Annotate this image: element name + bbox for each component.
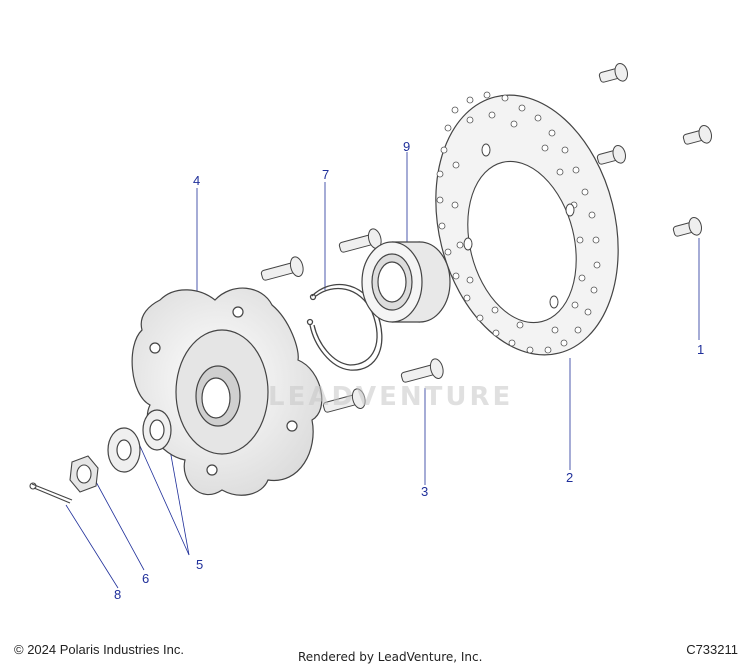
brake-disc — [435, 91, 619, 356]
callout-8: 8 — [114, 587, 122, 602]
wheel-hub — [131, 287, 323, 496]
castle-nut — [69, 455, 99, 493]
callout-5: 5 — [196, 557, 204, 572]
copyright-text: © 2024 Polaris Industries Inc. — [14, 642, 184, 657]
callout-2: 2 — [566, 470, 574, 485]
callout-7: 7 — [322, 167, 330, 182]
figure-id: C733211 — [686, 642, 738, 657]
wheel-studs — [260, 228, 444, 413]
retaining-ring — [306, 283, 383, 371]
leader-lines — [65, 152, 700, 589]
washers — [107, 409, 172, 473]
rotor-bolts — [596, 62, 712, 237]
callout-6: 6 — [142, 571, 150, 586]
callout-4: 4 — [193, 173, 201, 188]
watermark: LEADVENTURE — [268, 382, 514, 412]
cotter-pin — [29, 482, 73, 504]
callout-3: 3 — [421, 484, 429, 499]
wheel-bearing — [361, 241, 451, 323]
callout-9: 9 — [403, 139, 411, 154]
rendered-by-text: Rendered by LeadVenture, Inc. — [298, 650, 483, 664]
callout-1: 1 — [697, 342, 705, 357]
